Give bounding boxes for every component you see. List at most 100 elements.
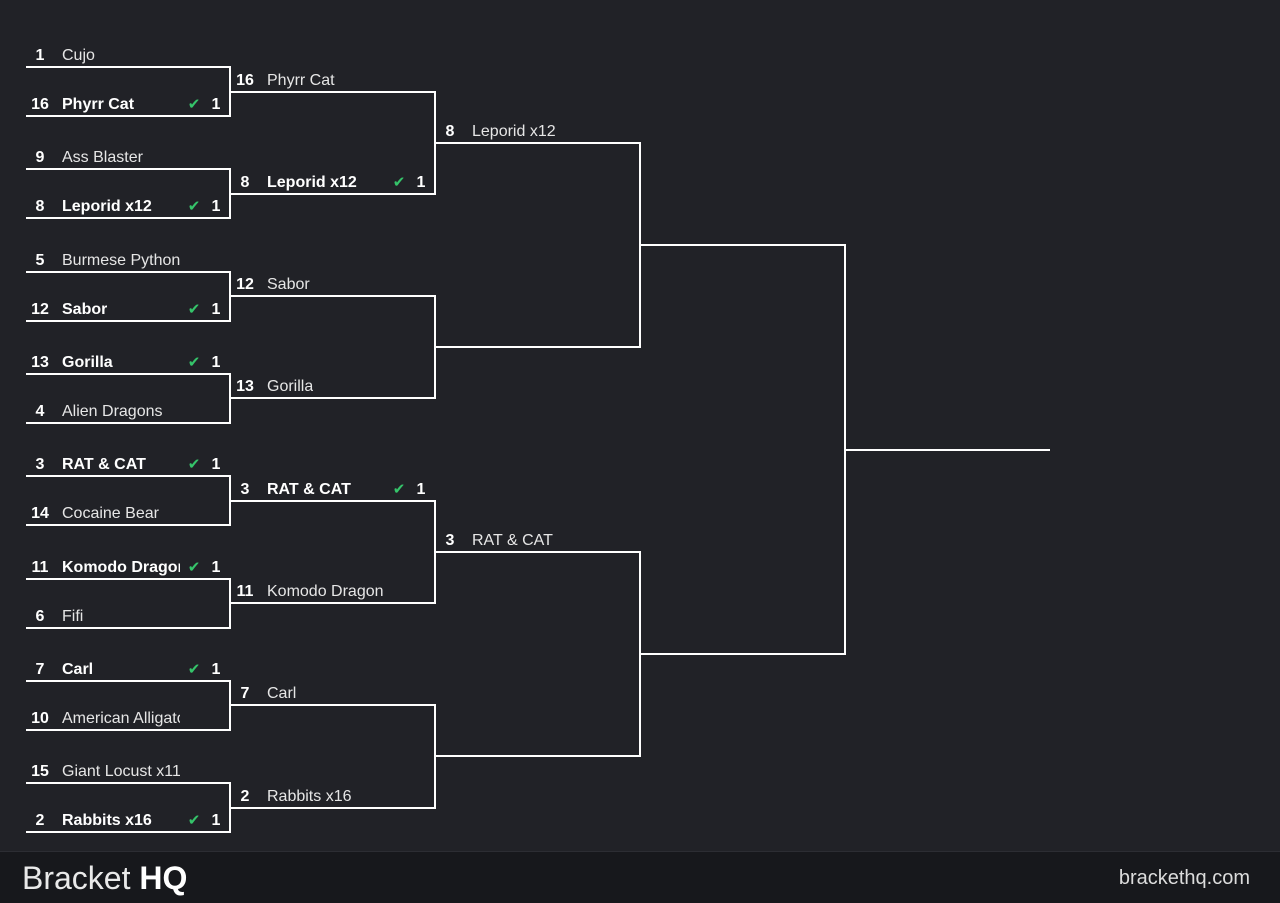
team-seed: 16 — [236, 71, 254, 89]
team-name: American Alligator — [62, 709, 180, 727]
team-score: 1 — [211, 300, 221, 318]
team-name: Leporid x12 — [472, 122, 556, 140]
bracket-slot[interactable]: 8 Leporid x12 — [436, 122, 640, 144]
team-seed: 2 — [240, 787, 250, 805]
checkmark-icon: ✔ — [187, 456, 201, 474]
team-seed: 3 — [445, 531, 455, 549]
bracket-slot[interactable] — [436, 326, 640, 349]
brand-logo[interactable]: Bracket HQ — [22, 858, 187, 898]
team-score: 1 — [416, 480, 426, 498]
team-seed: 15 — [31, 763, 49, 781]
bracket-slot[interactable] — [641, 224, 845, 246]
champion-line — [846, 448, 1050, 451]
bracket-slot[interactable]: 6 Fifi — [26, 607, 230, 629]
team-seed: 3 — [240, 480, 250, 498]
team-name: Burmese Python — [62, 251, 180, 269]
bracket-slot[interactable]: 9 Ass Blaster — [26, 148, 230, 171]
bracket-slot[interactable]: 2 Rabbits x16 — [231, 787, 435, 809]
team-seed: 9 — [35, 149, 45, 167]
team-seed: 6 — [35, 607, 45, 625]
team-seed: 5 — [35, 251, 45, 269]
team-name: Komodo Dragon — [267, 583, 384, 600]
checkmark-icon: ✔ — [187, 300, 201, 318]
team-name: Cocaine Bear — [62, 505, 159, 523]
bracket-slot[interactable]: 3 RAT & CAT ✔ 1 — [26, 455, 230, 478]
bracket-slot[interactable]: 16 Phyrr Cat ✔ 1 — [26, 95, 230, 117]
bracket-slot[interactable]: 13 Gorilla — [231, 377, 435, 400]
bracket-slot[interactable]: 11 Komodo Dragon ✔ 1 — [26, 558, 230, 580]
checkmark-icon: ✔ — [187, 660, 201, 678]
team-seed: 11 — [236, 583, 254, 600]
team-seed: 8 — [35, 198, 45, 216]
team-seed: 16 — [31, 96, 49, 113]
team-name: Sabor — [62, 300, 108, 318]
bracket-slot[interactable]: 11 Komodo Dragon — [231, 582, 435, 604]
checkmark-icon: ✔ — [187, 353, 201, 371]
bracket-slot[interactable]: 16 Phyrr Cat — [231, 71, 435, 93]
bracket-slot[interactable]: 3 RAT & CAT ✔ 1 — [231, 480, 435, 502]
team-score: 1 — [211, 660, 221, 678]
team-seed: 13 — [31, 353, 49, 371]
bracket-slot[interactable]: 1 Cujo — [26, 46, 230, 68]
team-seed: 8 — [445, 122, 455, 140]
bracket-slot[interactable]: 14 Cocaine Bear — [26, 504, 230, 527]
team-name: Sabor — [267, 276, 310, 294]
brand-logo-text: Bracket — [22, 860, 131, 896]
team-name: Rabbits x16 — [62, 812, 152, 830]
bracket-slot[interactable]: 12 Sabor — [231, 275, 435, 298]
bracket-slot[interactable] — [641, 633, 845, 656]
team-name: Rabbits x16 — [267, 787, 352, 805]
team-seed: 8 — [240, 173, 250, 191]
team-seed: 11 — [31, 558, 49, 576]
team-name: Ass Blaster — [62, 149, 143, 167]
team-name: Cujo — [62, 47, 95, 64]
checkmark-icon: ✔ — [187, 96, 201, 113]
team-name: RAT & CAT — [472, 531, 553, 549]
team-name: Phyrr Cat — [62, 96, 135, 113]
team-name: Alien Dragons — [62, 402, 163, 420]
bracket-slot[interactable]: 5 Burmese Python — [26, 251, 230, 273]
checkmark-icon: ✔ — [187, 558, 201, 576]
team-name: Komodo Dragon — [62, 558, 180, 576]
bracket-slot[interactable] — [436, 735, 640, 758]
team-name: RAT & CAT — [267, 480, 351, 498]
team-name: Gorilla — [267, 378, 314, 396]
team-score: 1 — [211, 558, 221, 576]
footer: Bracket HQ brackethq.com — [0, 851, 1280, 903]
team-seed: 10 — [31, 709, 49, 727]
team-score: 1 — [211, 812, 221, 830]
bracket-slot[interactable]: 4 Alien Dragons — [26, 402, 230, 424]
team-seed: 7 — [35, 660, 45, 678]
bracket-slot[interactable]: 10 American Alligator — [26, 709, 230, 731]
checkmark-icon: ✔ — [187, 812, 201, 830]
checkmark-icon: ✔ — [392, 480, 406, 498]
team-name: Leporid x12 — [267, 173, 357, 191]
team-name: Leporid x12 — [62, 198, 152, 216]
team-name: Carl — [267, 685, 297, 703]
team-seed: 12 — [236, 276, 254, 294]
site-link[interactable]: brackethq.com — [1118, 867, 1250, 889]
team-name: RAT & CAT — [62, 456, 146, 474]
team-name: Fifi — [62, 607, 84, 625]
team-name: Carl — [62, 660, 94, 678]
team-seed: 1 — [35, 47, 45, 64]
team-seed: 14 — [31, 505, 49, 523]
team-seed: 4 — [35, 402, 45, 420]
team-seed: 13 — [236, 378, 254, 396]
checkmark-icon: ✔ — [187, 198, 201, 216]
team-seed: 3 — [35, 456, 45, 474]
team-score: 1 — [211, 96, 221, 113]
team-score: 1 — [211, 456, 221, 474]
team-name: Phyrr Cat — [267, 71, 335, 89]
bracket-slot[interactable]: 7 Carl ✔ 1 — [26, 660, 230, 682]
bracket-slot[interactable]: 3 RAT & CAT — [436, 531, 640, 553]
team-name: Gorilla — [62, 353, 113, 371]
